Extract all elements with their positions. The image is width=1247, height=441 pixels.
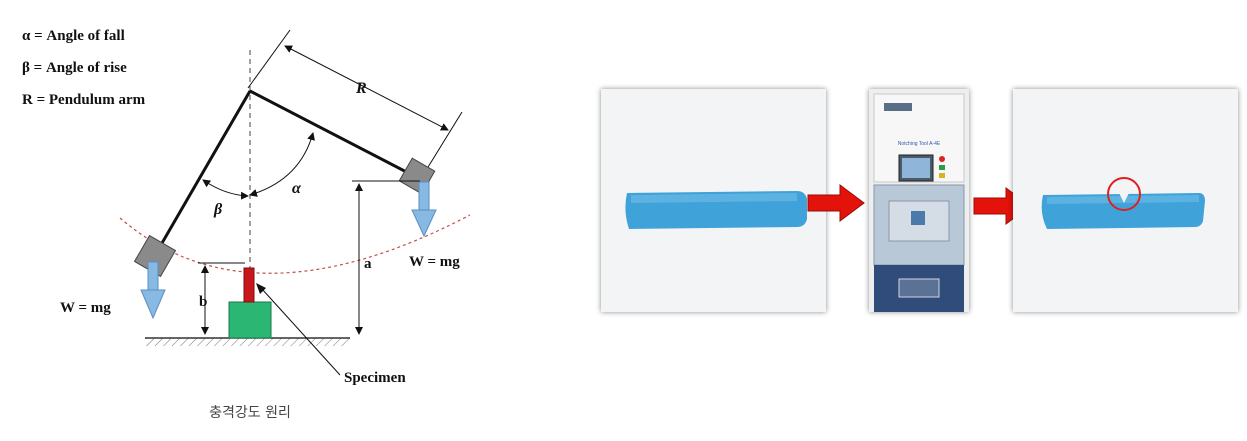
- alpha-label: α: [292, 180, 302, 197]
- photo-specimen-after: [1013, 89, 1238, 312]
- r-label: R: [355, 80, 367, 97]
- specimen-label: Specimen: [344, 370, 406, 386]
- specimen-base: [228, 301, 272, 339]
- specimen-before-image: [601, 89, 826, 312]
- pendulum-arm-right: [249, 89, 419, 180]
- r-dimension-line: [284, 45, 449, 131]
- ground-hatch: [145, 338, 350, 346]
- legend-r: R = Pendulum arm: [22, 92, 146, 108]
- beta-angle-arc: [202, 179, 249, 200]
- notch-highlight-circle: [1107, 177, 1141, 211]
- notch-cut: [1119, 193, 1129, 203]
- r-extension-right: [424, 111, 463, 173]
- brand-logo: [884, 103, 912, 111]
- weight-arrow-shaft-left: [147, 261, 159, 293]
- pendulum-diagram: R α β W = mg W = mg a b Specimen: [60, 29, 471, 386]
- machine-title: Notching Tool A-4E: [898, 141, 941, 147]
- legend-beta: β = Angle of rise: [22, 60, 127, 76]
- weight-arrow-shaft-right: [418, 181, 430, 213]
- weight-arrow-head-right: [411, 209, 437, 238]
- specimen-bar: [243, 267, 255, 303]
- a-label: a: [364, 256, 372, 272]
- photo-notching-machine: Notching Tool A-4E: [869, 89, 969, 312]
- notching-machine-image: Notching Tool A-4E: [869, 89, 969, 312]
- beta-label: β: [213, 201, 223, 218]
- weight-arrow-head-left: [140, 289, 166, 320]
- specimen-after-image: [1013, 89, 1238, 312]
- specimen-leader-line: [261, 288, 341, 376]
- diagram-caption: 충격강도 원리: [209, 405, 291, 421]
- b-label: b: [199, 294, 207, 310]
- flow-arrow-1: [807, 184, 865, 222]
- photo-specimen-before: [601, 89, 826, 312]
- weight-label-left: W = mg: [60, 300, 111, 316]
- pendulum-arm-left: [156, 90, 252, 251]
- alpha-angle-arc: [249, 132, 315, 197]
- legend-alpha: α = Angle of fall: [22, 28, 125, 44]
- r-extension-top: [247, 29, 291, 89]
- weight-label-right: W = mg: [409, 254, 460, 270]
- specimen-leader-arrow: [256, 283, 266, 294]
